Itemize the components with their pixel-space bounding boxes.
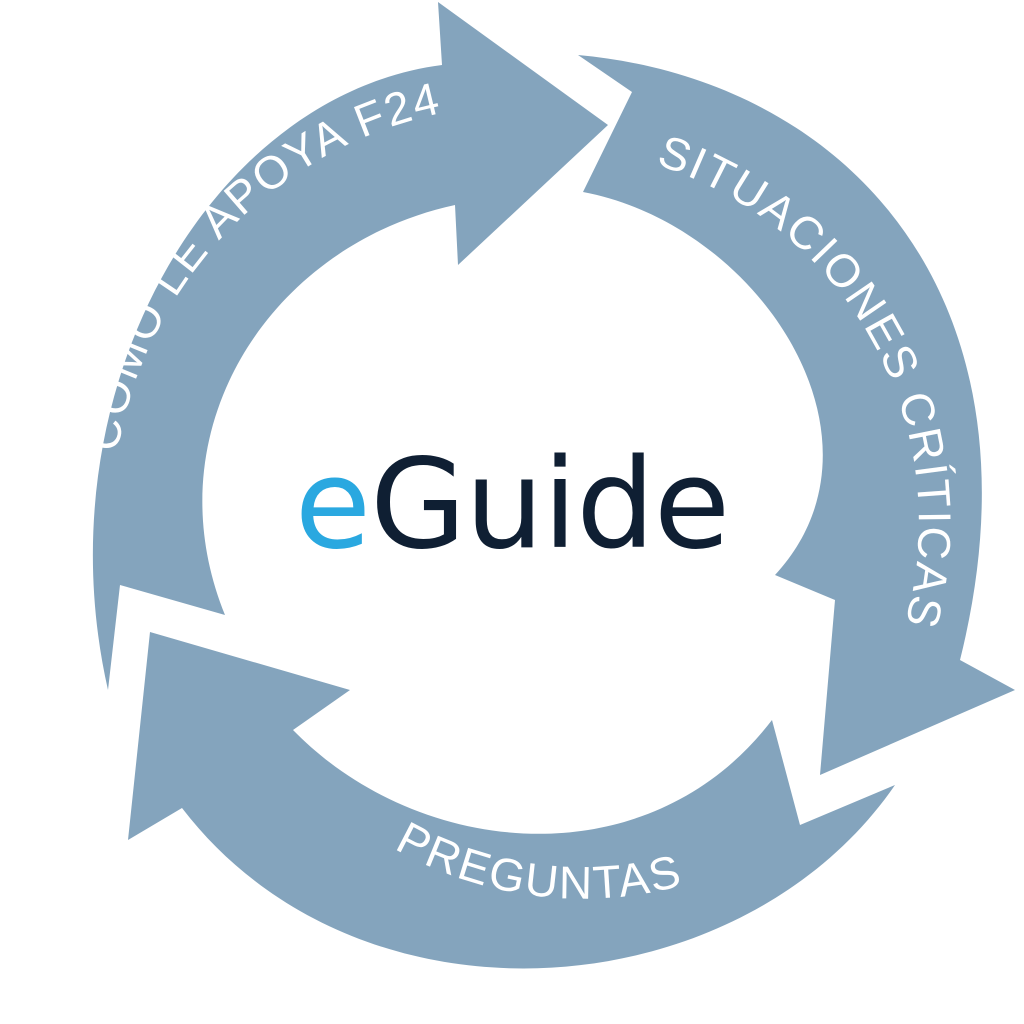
arrow-segment-situaciones-criticas — [578, 55, 1015, 775]
arrow-segment-como-le-apoya — [92, 2, 609, 690]
arrow-segment-preguntas — [128, 632, 895, 969]
center-title: eGuide — [0, 430, 1024, 580]
center-title-prefix: e — [294, 433, 371, 577]
center-title-word: Guide — [370, 433, 730, 577]
